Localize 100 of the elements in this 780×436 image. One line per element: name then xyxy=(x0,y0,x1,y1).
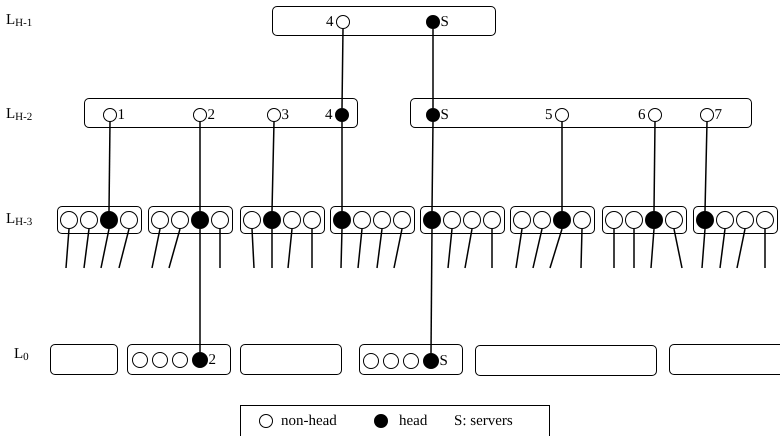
node-number: S xyxy=(440,14,449,30)
dangling-link-line xyxy=(219,229,221,268)
cluster-box xyxy=(510,206,595,234)
node-circle xyxy=(442,210,460,228)
dangling-link-line xyxy=(673,228,683,268)
dangling-link-line xyxy=(357,228,363,268)
node-circle xyxy=(336,14,350,28)
cluster-box xyxy=(359,344,463,375)
link-line xyxy=(199,122,201,211)
level-label: L$_{H-3}$ xyxy=(6,211,32,228)
node-circle xyxy=(242,210,260,228)
dangling-link-line xyxy=(271,229,273,268)
link-line xyxy=(561,122,563,211)
dangling-link-line xyxy=(376,228,383,268)
cluster-box xyxy=(330,206,415,234)
dangling-link-line xyxy=(719,228,726,268)
cluster-box xyxy=(272,6,496,36)
link-line xyxy=(432,29,434,108)
head-node-dot xyxy=(190,210,208,228)
node-circle xyxy=(736,210,754,228)
dangling-link-line xyxy=(100,228,110,268)
dangling-link-line xyxy=(549,228,563,268)
dangling-link-line xyxy=(613,229,615,268)
dangling-link-line xyxy=(532,228,543,268)
node-circle xyxy=(282,210,300,228)
dangling-link-line xyxy=(118,228,130,268)
dangling-link-line xyxy=(464,228,473,268)
node-number: S xyxy=(440,106,449,122)
dangling-link-line xyxy=(65,228,70,268)
head-node-dot xyxy=(262,210,280,228)
cluster-box xyxy=(84,98,358,128)
cluster-box xyxy=(410,98,752,128)
cluster-box xyxy=(475,345,657,376)
dangling-link-line xyxy=(633,229,635,268)
dangling-link-line xyxy=(515,228,523,268)
dangling-link-line xyxy=(491,229,493,268)
dangling-link-line xyxy=(580,228,583,268)
dangling-link-line xyxy=(251,228,255,268)
link-line xyxy=(271,122,275,212)
cluster-box xyxy=(669,344,780,375)
head-node-dot xyxy=(426,108,440,122)
node-number: 4 xyxy=(325,106,332,122)
node-number: 3 xyxy=(282,106,289,122)
node-circle xyxy=(210,210,228,228)
cluster-box xyxy=(50,344,118,375)
dangling-link-line xyxy=(736,228,746,268)
head-node-dot xyxy=(552,210,570,228)
node-circle xyxy=(462,210,480,228)
link-line xyxy=(653,122,656,211)
head-node-dot xyxy=(192,352,208,368)
dangling-link-line xyxy=(393,228,403,268)
dangling-link-line xyxy=(340,228,343,268)
node-circle xyxy=(756,210,774,228)
node-circle xyxy=(392,210,410,228)
cluster-box xyxy=(148,206,233,234)
node-circle xyxy=(482,210,500,228)
dangling-link-line xyxy=(650,228,655,268)
node-circle xyxy=(132,352,148,368)
node-circle xyxy=(266,108,280,122)
node-circle xyxy=(102,108,116,122)
level-label: L$_{0}$ xyxy=(14,346,29,363)
head-node-dot xyxy=(422,352,438,368)
head-node-dot xyxy=(696,210,714,228)
level-label: L$_{H-1}$ xyxy=(6,12,32,29)
level-label: L$_{H-2}$ xyxy=(6,106,32,123)
node-circle xyxy=(170,210,188,228)
node-number: 4 xyxy=(326,14,334,30)
node-circle xyxy=(532,210,550,228)
node-circle xyxy=(172,352,188,368)
node-number: 6 xyxy=(638,106,646,122)
legend-text: non-head xyxy=(281,413,337,429)
cluster-box xyxy=(240,206,325,234)
link-line xyxy=(431,122,434,211)
legend-text: head xyxy=(399,413,428,429)
node-circle xyxy=(120,210,138,228)
node-number: 5 xyxy=(545,106,552,122)
node-circle xyxy=(648,108,662,122)
node-circle xyxy=(352,210,370,228)
node-circle xyxy=(554,108,568,122)
node-circle xyxy=(60,210,78,228)
node-circle xyxy=(664,210,682,228)
cluster-box xyxy=(602,206,687,234)
node-circle xyxy=(512,210,530,228)
link-line xyxy=(704,122,708,212)
link-line xyxy=(341,28,344,108)
cluster-box xyxy=(693,206,778,234)
node-number: 1 xyxy=(118,106,125,122)
dangling-link-line xyxy=(83,228,90,268)
dangling-link-line xyxy=(764,229,766,268)
node-circle xyxy=(624,210,642,228)
cluster-box xyxy=(127,344,231,375)
node-circle xyxy=(700,108,714,122)
node-circle xyxy=(372,210,390,228)
legend-text: S: servers xyxy=(454,413,513,429)
head-node-dot xyxy=(332,210,350,228)
node-circle xyxy=(402,352,418,368)
node-number: S xyxy=(440,352,448,368)
dangling-link-line xyxy=(151,228,161,268)
head-node-dot xyxy=(334,108,348,122)
dangling-link-line xyxy=(311,229,313,268)
